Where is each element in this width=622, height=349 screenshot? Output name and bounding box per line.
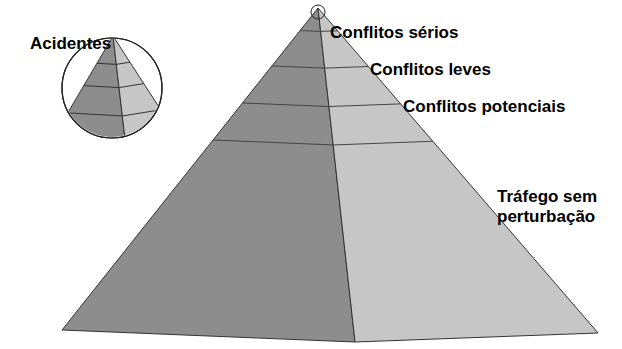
band-line xyxy=(213,140,433,145)
band-line xyxy=(68,110,161,116)
band-line xyxy=(272,66,368,68)
band-line xyxy=(84,84,144,88)
band-line xyxy=(242,103,400,107)
level-label: Tráfego sem perturbação xyxy=(497,187,615,227)
level-label: Acidentes xyxy=(30,34,111,54)
band-line xyxy=(97,62,130,64)
level-label: Conflitos potenciais xyxy=(403,97,565,117)
level-label: Conflitos leves xyxy=(370,60,491,80)
level-label: Conflitos sérios xyxy=(330,23,458,43)
